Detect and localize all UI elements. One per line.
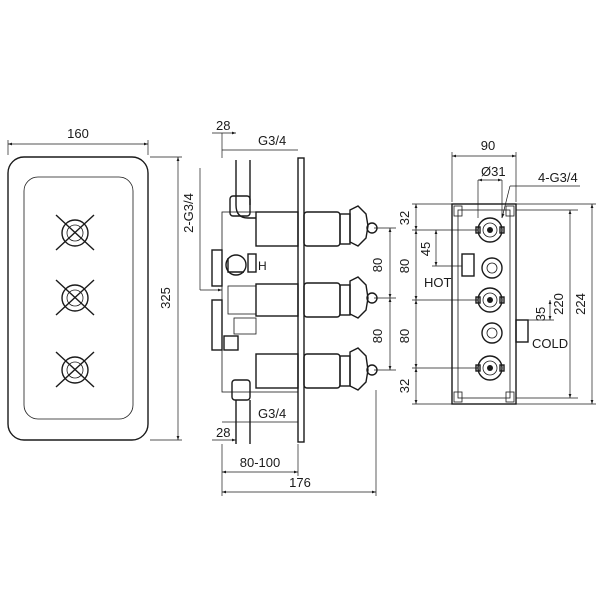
rear-port-top (475, 217, 505, 243)
side-left-thread-label: 2-G3/4 (181, 193, 196, 233)
side-left-fitting-upper (211, 249, 223, 287)
side-upper-spacing-label: 80 (370, 258, 385, 272)
rear-cold-offset-label: 35 (533, 307, 548, 321)
side-top-inlet-pipe (235, 160, 256, 219)
front-handle-bottom (55, 351, 95, 388)
rear-cold-inlet-block (515, 319, 529, 343)
side-cover-plate (297, 157, 305, 443)
rear-diameter-label: Ø31 (481, 164, 506, 179)
rear-cold-label: COLD (532, 336, 568, 351)
side-depth-range-label: 80-100 (240, 455, 280, 470)
rear-width-label: 90 (481, 138, 495, 153)
side-top-offset-label: 28 (216, 118, 230, 133)
rear-port-bottom (475, 355, 505, 381)
side-view: H 28 G3/4 2-G3/4 80 80 G3/4 28 (181, 118, 396, 496)
rear-bottom-margin-label: 32 (397, 379, 412, 393)
rear-inner-height-label: 220 (551, 293, 566, 315)
front-view: 160 325 (7, 126, 182, 441)
rear-top-margin-label: 32 (397, 211, 412, 225)
rear-thread-label: 4-G3/4 (538, 170, 578, 185)
rear-hot-offset-label: 45 (418, 242, 433, 256)
rear-hot-inlet-block (461, 253, 475, 277)
side-top-elbow (229, 195, 251, 217)
side-top-thread-label: G3/4 (258, 133, 286, 148)
rear-lower-spacing-label: 80 (397, 329, 412, 343)
front-plate-outline (7, 156, 149, 441)
rear-upper-spacing-label: 80 (397, 259, 412, 273)
front-height-label: 325 (158, 287, 173, 309)
rear-mounting-frame (451, 203, 517, 405)
rear-view: 90 Ø31 4-G3/4 32 80 80 32 45 HOT 35 COLD (397, 138, 596, 405)
rear-port-middle (475, 287, 505, 313)
rear-port-upper-middle (481, 257, 503, 279)
front-handle-middle (55, 279, 95, 316)
side-bottom-elbow (231, 379, 251, 401)
front-handle-top (55, 214, 95, 251)
side-left-fitting-lower (211, 299, 223, 351)
side-cartridge-bottom (255, 347, 378, 391)
side-hot-port (225, 254, 247, 276)
side-valve-body (221, 211, 299, 393)
side-lower-spacing-label: 80 (370, 329, 385, 343)
side-bottom-thread-label: G3/4 (258, 406, 286, 421)
rear-port-lower-middle (481, 322, 503, 344)
side-cartridge-middle (255, 276, 378, 319)
side-hot-marker: H (258, 259, 267, 273)
rear-overall-height-label: 224 (573, 293, 588, 315)
front-width-label: 160 (67, 126, 89, 141)
side-cartridge-top (255, 205, 378, 247)
side-bottom-offset-label: 28 (216, 425, 230, 440)
side-overall-depth-label: 176 (289, 475, 311, 490)
rear-hot-label: HOT (424, 275, 452, 290)
front-plate-inner-panel (23, 176, 134, 420)
